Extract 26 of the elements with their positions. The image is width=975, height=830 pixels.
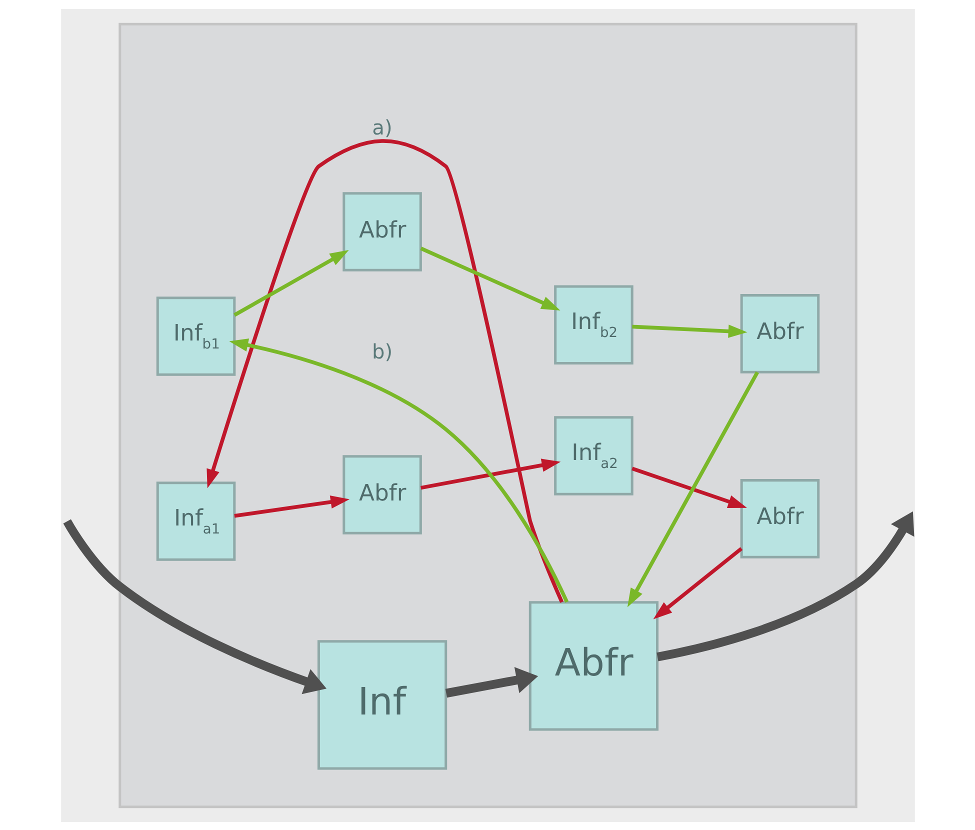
node-box: Inf [316,640,447,770]
arrow [420,458,560,490]
node-box: Inf$_{a2}$ [554,416,633,495]
arrow [233,250,348,316]
arrow [444,666,538,698]
arrow [652,546,742,619]
node-box: Abfr [342,192,422,271]
arrow [206,138,564,602]
arrow [228,338,568,602]
arrow [62,518,326,694]
edge-label: a) [372,115,392,140]
cluster [118,22,857,808]
node-box: Abfr [342,454,422,534]
arrow [420,246,560,310]
node-box: Inf$_{b2}$ [554,284,633,364]
node-box: Abfr [528,600,658,730]
arrow [234,494,350,518]
node-box: Inf$_{b1}$ [156,296,236,376]
edge-label: b) [371,339,392,364]
arrow [656,510,914,661]
node-box: Abfr [740,294,820,373]
arrow [626,370,759,607]
node-box: Inf$_{a1}$ [156,481,236,560]
node-box: Abfr [740,478,820,558]
arrow [632,324,747,338]
arrow [631,466,746,508]
